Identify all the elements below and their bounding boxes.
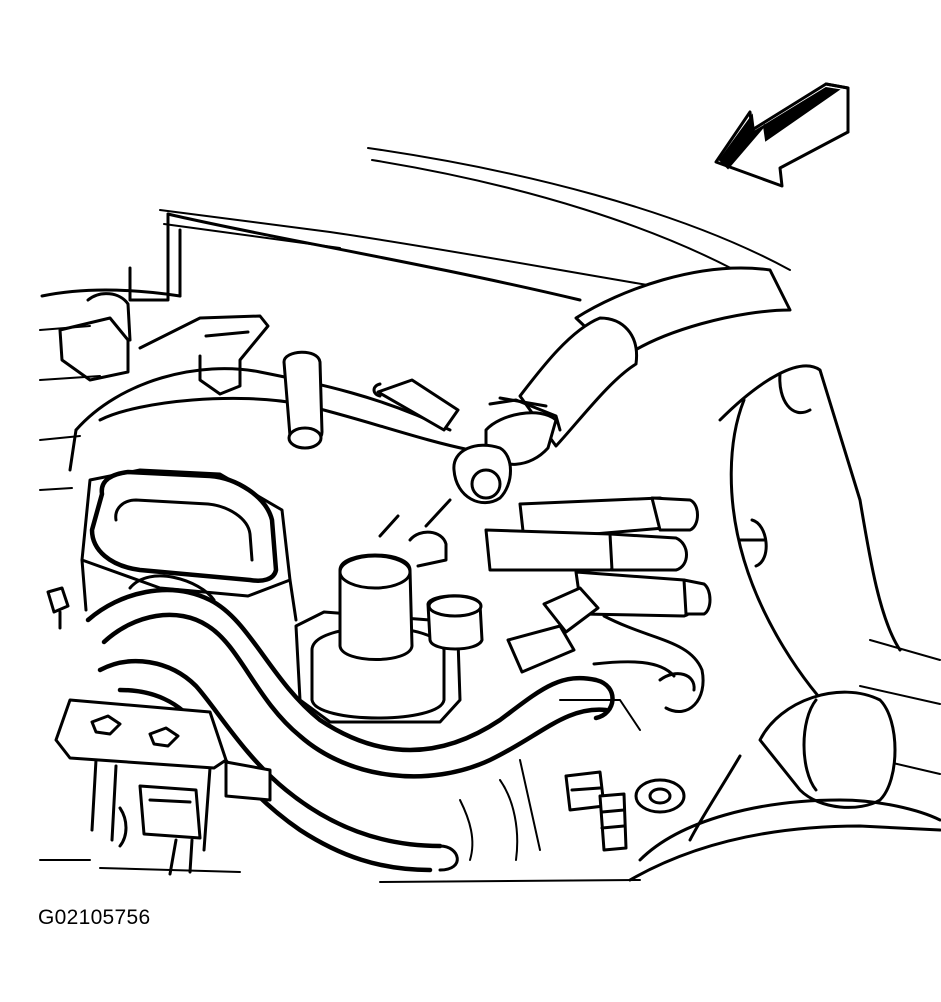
- fuel-rail: [506, 586, 705, 714]
- regulator-fitting: [426, 594, 484, 651]
- view-direction-arrow-icon: [714, 82, 850, 188]
- electrical-connector: [118, 760, 272, 876]
- figure-id-label: G02105756: [38, 906, 151, 929]
- engine-block-details: [39, 699, 641, 883]
- hose-clamp: [452, 443, 512, 505]
- bolt-left: [46, 586, 70, 630]
- mounting-bracket: [54, 698, 228, 852]
- heater-hose: [628, 690, 941, 882]
- mounting-bolts: [564, 770, 686, 852]
- fuel-injectors: [484, 496, 768, 618]
- manifold-nipple: [372, 378, 460, 432]
- fuel-pressure-regulator: [294, 498, 462, 724]
- vacuum-port-tube: [282, 350, 324, 450]
- throttle-body-opening: [80, 468, 298, 622]
- upper-hose: [484, 266, 792, 466]
